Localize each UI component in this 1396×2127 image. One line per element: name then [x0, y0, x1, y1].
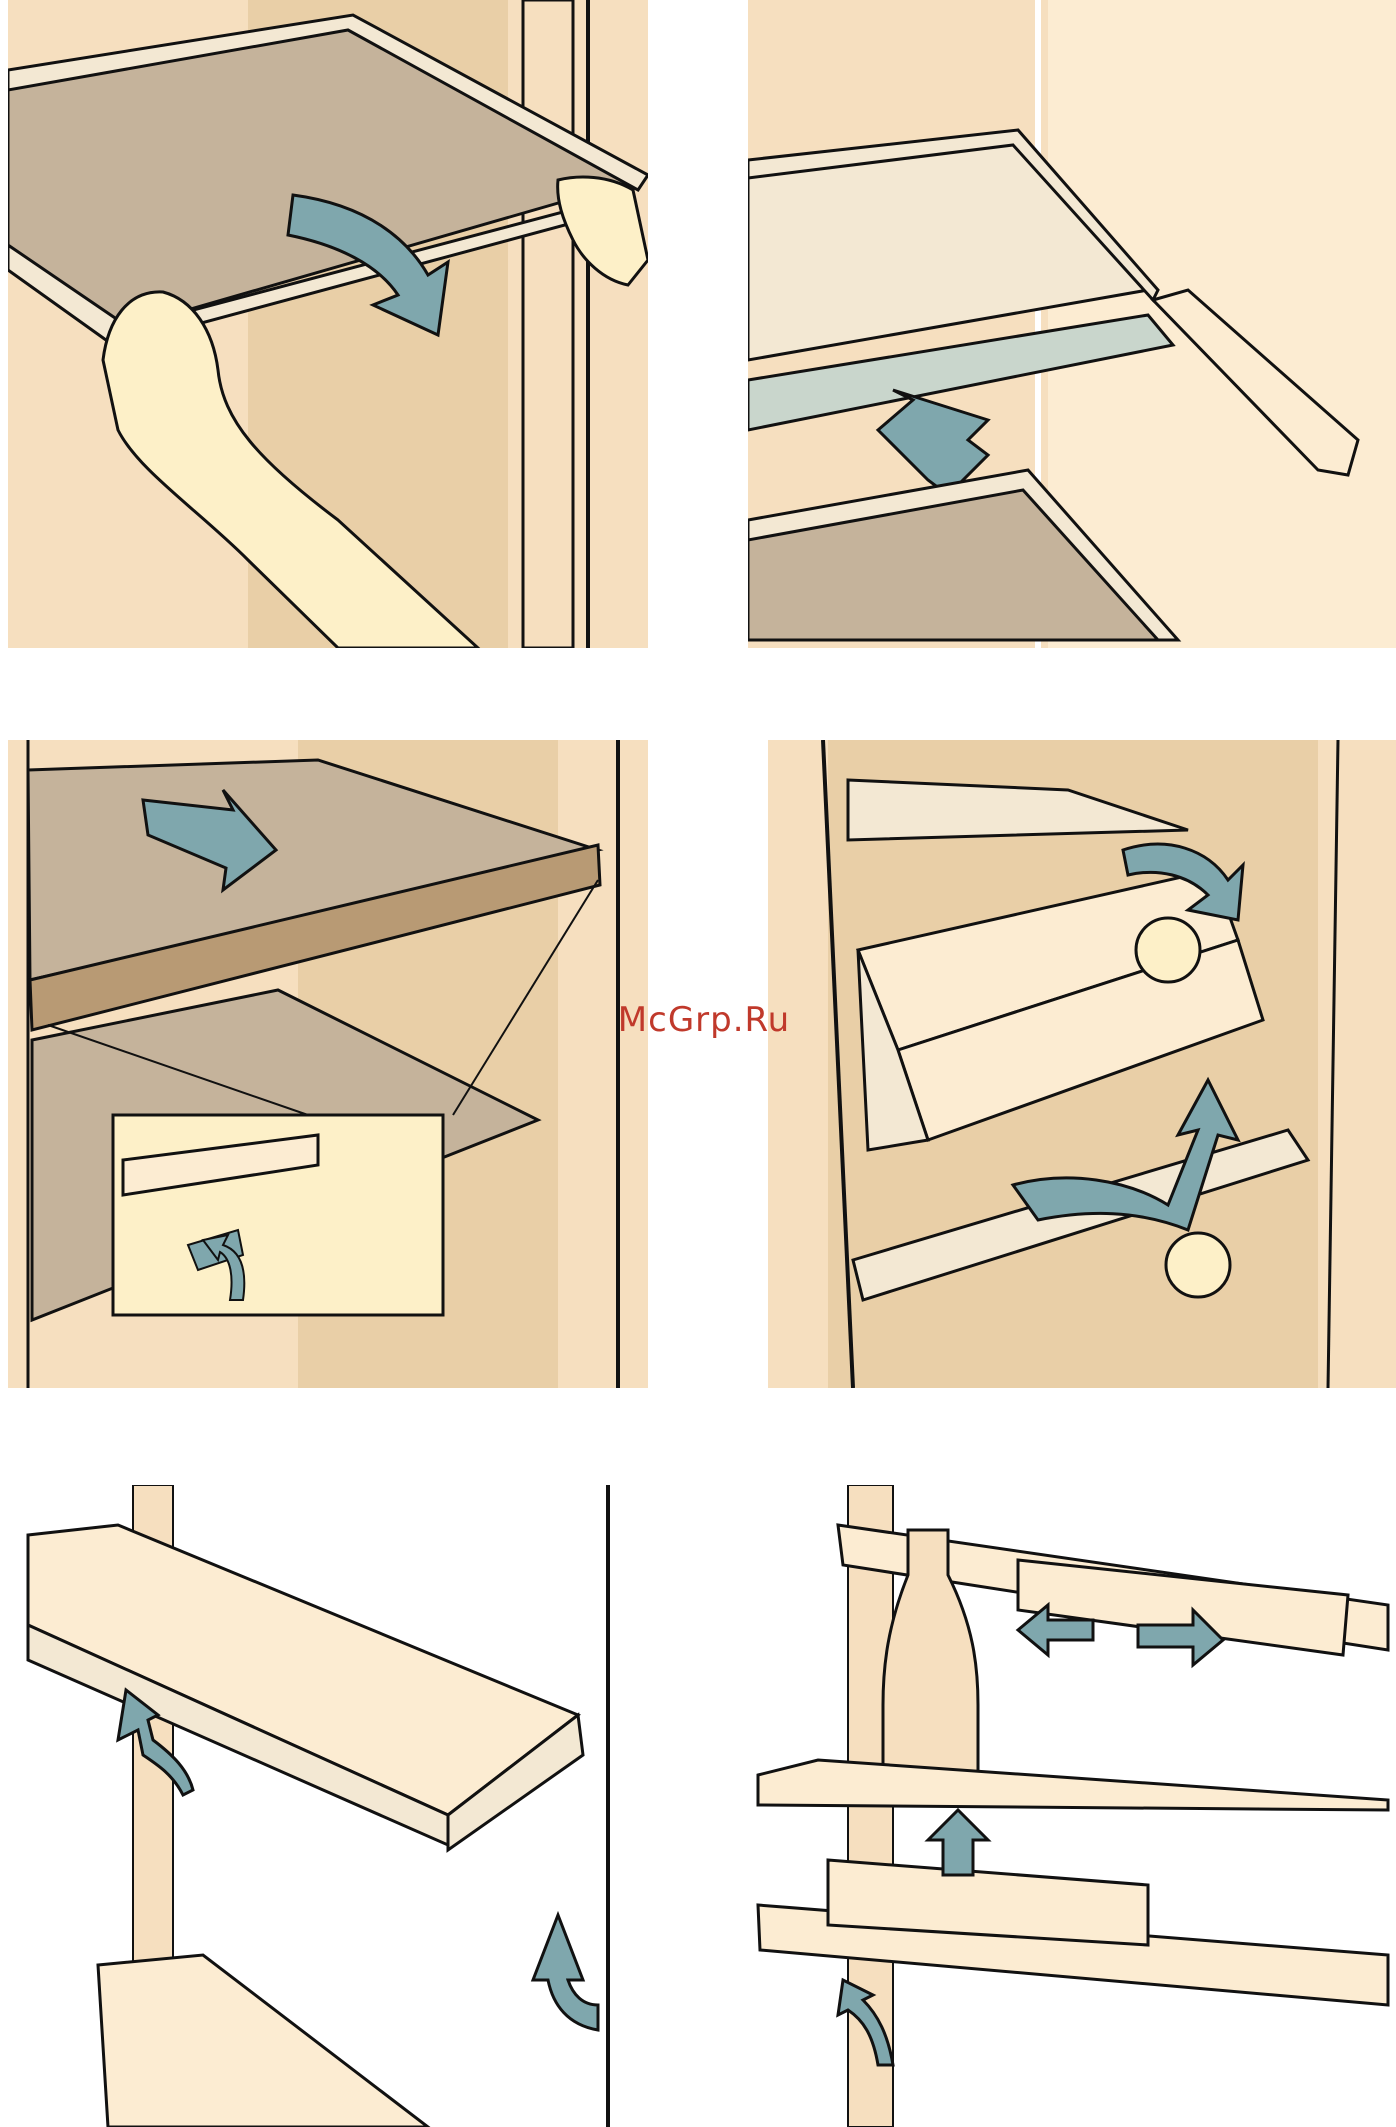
- insert-shelf-cover-illustration: [748, 0, 1396, 648]
- panel-door-bins: [8, 1485, 648, 2127]
- remove-glass-shelf-illustration: [8, 0, 648, 648]
- panel-insert-shelf-cover: [748, 0, 1396, 648]
- panel-bottle-shelf: [748, 1485, 1396, 2127]
- crisper-drawer-illustration: [768, 740, 1396, 1388]
- bottle-shelf-illustration: [748, 1485, 1396, 2127]
- step-marker-2: [1166, 1233, 1230, 1297]
- panel-remove-glass-shelf: [8, 0, 648, 648]
- panel-crisper-drawer: [768, 740, 1396, 1388]
- panel-shelf-lock-detail: [8, 740, 648, 1388]
- shelf-lock-detail-illustration: [8, 740, 648, 1388]
- door-bins-illustration: [8, 1485, 648, 2127]
- watermark: McGrp.Ru: [604, 1000, 804, 1040]
- step-marker-1: [1136, 918, 1200, 982]
